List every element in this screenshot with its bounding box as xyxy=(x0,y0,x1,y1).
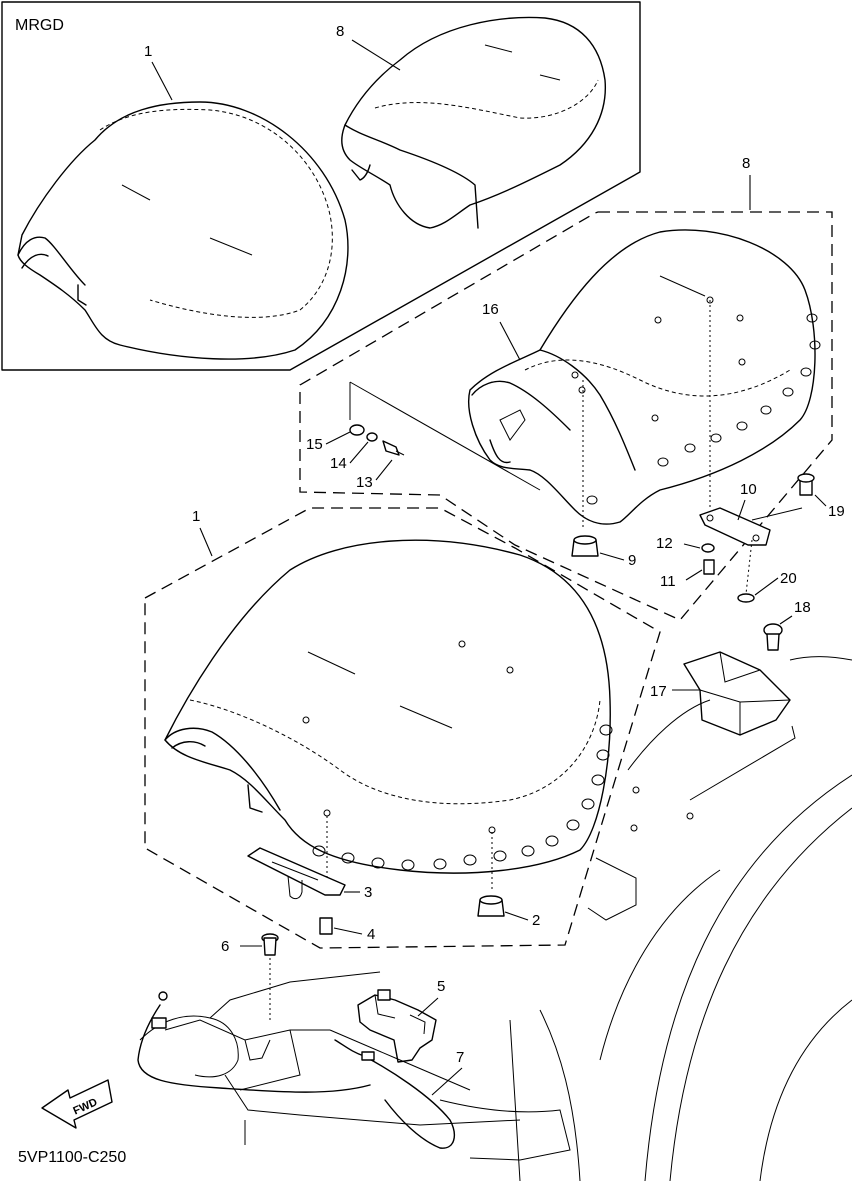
passenger-seat xyxy=(468,229,821,530)
screw-set-13-15 xyxy=(349,381,541,491)
callout-5: 5 xyxy=(437,978,445,995)
callout-18: 18 xyxy=(794,599,811,616)
callout-10: 10 xyxy=(740,481,757,498)
passenger-seat-studs xyxy=(586,313,821,505)
rider-seat-group: 1 xyxy=(144,507,661,949)
callout-16: 16 xyxy=(482,301,499,318)
callout-4: 4 xyxy=(367,926,375,943)
callout-14: 14 xyxy=(330,455,347,472)
bracket-10 xyxy=(699,507,771,546)
inset-passenger-seat: 8 xyxy=(336,16,607,229)
frame-lower xyxy=(139,971,571,1161)
damper-9 xyxy=(571,535,599,557)
passenger-seat-group: 8 xyxy=(299,155,833,621)
callout-12: 12 xyxy=(656,535,673,552)
mrgd-inset: MRGD 1 8 xyxy=(1,1,641,371)
clip-18 xyxy=(763,623,783,651)
callout-20: 20 xyxy=(780,570,797,587)
callout-13: 13 xyxy=(356,474,373,491)
bolt-6 xyxy=(261,933,279,956)
callout-1-top: 1 xyxy=(144,43,152,60)
inset-rider-seat: 1 xyxy=(17,43,349,360)
callout-7: 7 xyxy=(456,1049,464,1066)
callout-2: 2 xyxy=(532,912,540,929)
callout-9: 9 xyxy=(628,552,636,569)
rider-seat-studs xyxy=(312,724,613,871)
callout-11: 11 xyxy=(660,573,676,590)
callout-19: 19 xyxy=(828,503,845,520)
fwd-arrow-icon: FWD xyxy=(41,1079,113,1129)
bolt-11 xyxy=(703,559,715,575)
rider-seat xyxy=(164,539,613,890)
callout-8-group: 8 xyxy=(742,155,750,172)
washer-12 xyxy=(701,543,715,553)
callout-1-group: 1 xyxy=(192,508,200,525)
callout-8-top: 8 xyxy=(336,23,344,40)
grommet-20 xyxy=(737,593,755,603)
damper-2 xyxy=(477,895,505,917)
diagram-code: 5VP1100-C250 xyxy=(18,1149,126,1166)
callout-3: 3 xyxy=(364,884,372,901)
bracket-17 xyxy=(683,651,791,736)
callout-17: 17 xyxy=(650,683,667,700)
seat-lock-cable-7 xyxy=(137,991,456,1149)
seat-lock-5 xyxy=(357,989,437,1063)
callout-6: 6 xyxy=(221,938,229,955)
bolt-4 xyxy=(319,917,333,935)
callout-15: 15 xyxy=(306,436,323,453)
mrgd-label: MRGD xyxy=(15,17,64,34)
frame-outline xyxy=(509,656,852,1181)
bracket-3 xyxy=(247,847,346,900)
